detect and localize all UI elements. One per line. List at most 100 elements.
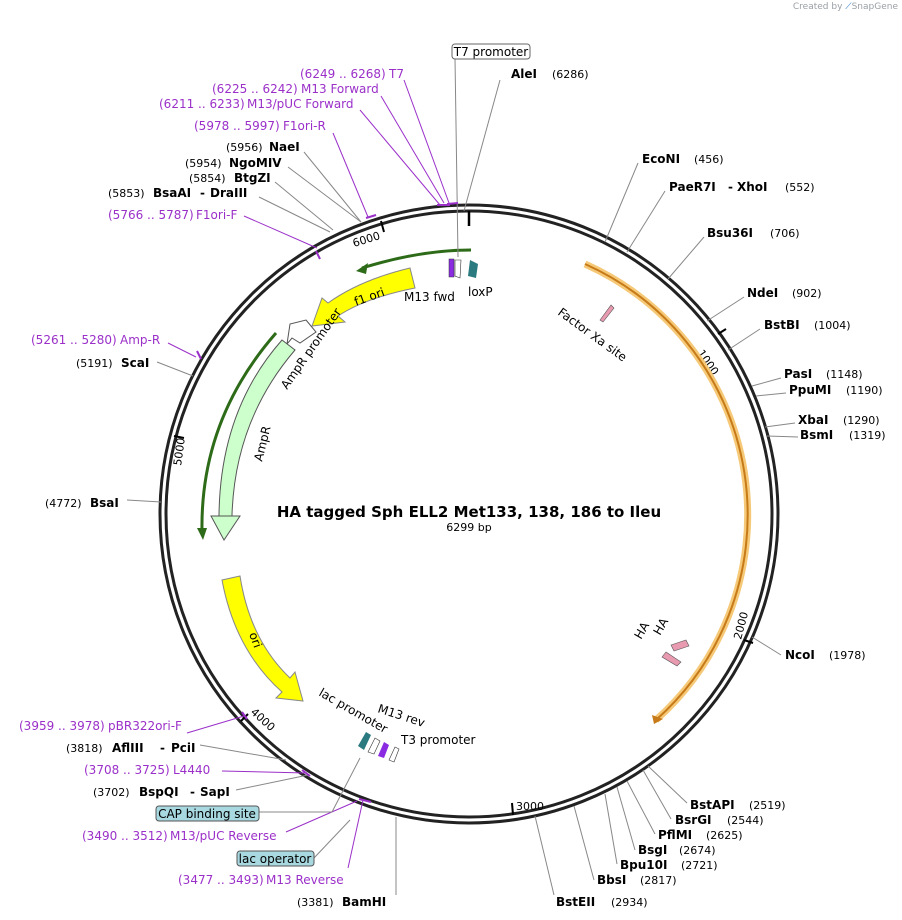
- enzyme-bsai: (4772) BsaI: [45, 496, 162, 510]
- svg-text:5000: 5000: [171, 437, 188, 467]
- ampr-arc: [200, 332, 278, 533]
- svg-text:(6286): (6286): [552, 68, 589, 81]
- svg-text:BspQI: BspQI: [139, 785, 179, 799]
- enzyme-pflmi: PflMI (2625): [626, 780, 743, 842]
- tick-3000: 3000: [511, 800, 544, 816]
- enzyme-bstapi: BstAPI (2519): [647, 765, 786, 812]
- primer-pbr322ori-f: (3959 .. 3978) pBR322ori-F: [19, 711, 248, 734]
- enzyme-bamhi: (3381) BamHI: [297, 817, 397, 909]
- cap-binding-site-box: CAP binding site: [155, 757, 361, 822]
- svg-text:(3818): (3818): [66, 742, 103, 755]
- enzyme-bstbi: BstBI (1004): [727, 318, 851, 351]
- enzyme-bsteii: BstEII (2934): [534, 815, 648, 909]
- m13-rev-glyph: [378, 742, 389, 758]
- ampr-feature: AmpR: [210, 339, 296, 541]
- svg-text:Bpu10I: Bpu10I: [620, 858, 667, 872]
- plasmid-name: HA tagged Sph ELL2 Met133, 138, 186 to I…: [277, 503, 661, 521]
- svg-text:PasI: PasI: [784, 367, 812, 381]
- svg-text:(2721): (2721): [681, 859, 718, 872]
- svg-text:AflIII: AflIII: [112, 741, 144, 755]
- primer-f1ori-r: (5978 .. 5997) F1ori-R: [194, 119, 377, 219]
- svg-text:BsmI: BsmI: [800, 428, 833, 442]
- svg-text:(5956): (5956): [226, 141, 263, 154]
- enzyme-ndei: NdeI (902): [706, 286, 822, 322]
- plasmid-size: 6299 bp: [446, 521, 491, 534]
- svg-text:(2544): (2544): [727, 814, 764, 827]
- factor-xa-label: Factor Xa site: [555, 305, 629, 364]
- svg-text:BsgI: BsgI: [638, 843, 667, 857]
- factor-xa-glyph: [599, 304, 615, 323]
- orf-arc: [584, 263, 749, 721]
- primer-amp-r: (5261 .. 5280) Amp-R: [31, 333, 202, 360]
- svg-text:-: -: [200, 186, 205, 200]
- svg-text:T7: T7: [388, 67, 404, 81]
- tick-5000: 5000: [171, 435, 188, 467]
- svg-text:(2625): (2625): [706, 829, 743, 842]
- svg-text:M13/pUC Forward: M13/pUC Forward: [247, 97, 354, 111]
- enzyme-naei: (5956) NaeI: [226, 140, 362, 223]
- svg-text:BsaI: BsaI: [90, 496, 119, 510]
- svg-text:(5191): (5191): [76, 357, 113, 370]
- svg-text:ori: ori: [246, 630, 264, 649]
- svg-text:(1319): (1319): [849, 429, 886, 442]
- f1-ori-arc-head: [356, 263, 368, 274]
- primer-f1ori-f: (5766 .. 5787) F1ori-F: [108, 208, 321, 260]
- svg-text:F1ori-F: F1ori-F: [196, 208, 237, 222]
- t3-promoter-label: T3 promoter: [400, 733, 476, 747]
- svg-text:(2934): (2934): [611, 896, 648, 909]
- enzyme-bsgi: BsgI (2674): [616, 786, 716, 857]
- svg-text:(5954): (5954): [185, 157, 222, 170]
- enzyme-bsaai-draiii: (5853) BsaAI - DraIII: [108, 186, 331, 233]
- svg-text:(902): (902): [792, 287, 822, 300]
- svg-text:SapI: SapI: [200, 785, 230, 799]
- enzyme-afliii-pcii: (3818) AflIII - PciI: [66, 741, 287, 761]
- svg-text:M13 Forward: M13 Forward: [301, 82, 379, 96]
- snapgene-logo-icon: ⟋: [845, 2, 852, 12]
- f1-ori-arc: [361, 248, 472, 270]
- svg-text:-: -: [728, 180, 733, 194]
- ha-glyph-2: [661, 651, 682, 667]
- svg-text:NgoMIV: NgoMIV: [229, 156, 282, 170]
- enzyme-bsrgi: BsrGI (2544): [642, 769, 764, 827]
- svg-text:BamHI: BamHI: [342, 895, 386, 909]
- svg-text:4000: 4000: [248, 706, 278, 734]
- svg-text:L4440: L4440: [173, 763, 210, 777]
- enzyme-bspqi-sapi: (3702) BspQI - SapI: [93, 774, 309, 799]
- enzyme-ngomiv: (5954) NgoMIV: [185, 156, 362, 223]
- svg-text:(2674): (2674): [679, 844, 716, 857]
- svg-text:CAP binding site: CAP binding site: [158, 807, 256, 821]
- svg-text:F1ori-R: F1ori-R: [283, 119, 326, 133]
- t7-promoter-box: T7 promoter: [451, 43, 531, 258]
- svg-text:(4772): (4772): [45, 497, 82, 510]
- svg-text:(5261 .. 5280): (5261 .. 5280): [31, 333, 117, 347]
- svg-text:AmpR: AmpR: [251, 425, 273, 463]
- backbone-outer: [158, 203, 780, 825]
- svg-text:(5978 .. 5997): (5978 .. 5997): [194, 119, 280, 133]
- enzyme-bbsi: BbsI (2817): [573, 805, 677, 887]
- loxp-glyph: [468, 260, 478, 278]
- svg-text:NaeI: NaeI: [269, 140, 300, 154]
- ampr-arc-head: [197, 528, 207, 540]
- svg-text:Amp-R: Amp-R: [120, 333, 160, 347]
- enzyme-paer7i-xhoi: PaeR7I - XhoI (552): [626, 180, 815, 253]
- svg-text:-: -: [190, 785, 195, 799]
- enzyme-btgzi: (5854) BtgZI: [189, 171, 334, 231]
- enzyme-bsmi: BsmI (1319): [766, 428, 886, 442]
- svg-text:(6211 .. 6233): (6211 .. 6233): [159, 97, 245, 111]
- credit-prefix: Created by: [792, 2, 843, 12]
- svg-text:(3708 .. 3725): (3708 .. 3725): [84, 763, 170, 777]
- svg-text:M13 Reverse: M13 Reverse: [266, 873, 344, 887]
- svg-text:NcoI: NcoI: [785, 648, 815, 662]
- primer-m13-puc-reverse: (3490 .. 3512) M13/pUC Reverse: [82, 798, 372, 843]
- svg-text:BbsI: BbsI: [597, 873, 626, 887]
- svg-text:AleI: AleI: [511, 67, 537, 81]
- svg-text:PaeR7I: PaeR7I: [669, 180, 716, 194]
- lac-promoter-glyph: [367, 737, 381, 755]
- enzyme-pasi: PasI (1148): [751, 367, 863, 387]
- svg-text:Bsu36I: Bsu36I: [707, 226, 753, 240]
- svg-text:BstAPI: BstAPI: [690, 798, 735, 812]
- svg-text:(6249 .. 6268): (6249 .. 6268): [300, 67, 386, 81]
- svg-text:PpuMI: PpuMI: [789, 383, 831, 397]
- svg-text:(5766 .. 5787): (5766 .. 5787): [108, 208, 194, 222]
